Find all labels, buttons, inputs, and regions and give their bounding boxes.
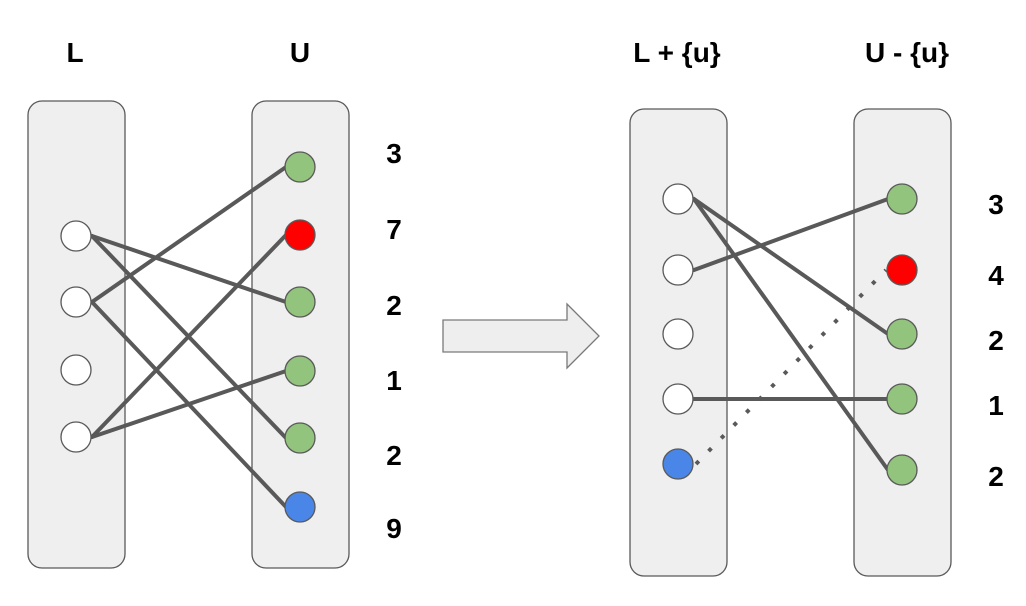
left-diagram-edge-6 [90,369,288,439]
right-diagram-U-label-5: 2 [988,461,1004,492]
left-diagram-U-label-4: 1 [386,365,402,396]
left-diagram-L-node-4 [60,421,92,453]
left-diagram-U-label-2: 7 [386,214,402,245]
left-diagram-edges [90,165,288,509]
right-diagram-edge-3 [692,197,890,272]
left-diagram-U-title: U [290,37,310,68]
right-diagram-U-nodes [886,183,918,486]
right-diagram-U-node-1 [886,183,918,215]
right-diagram-L-node-3 [662,318,694,350]
left-diagram-U-label-1: 3 [386,138,402,169]
right-diagram-L-nodes [662,183,694,480]
left-diagram-U-node-5 [284,422,316,454]
right-diagram-edge-1 [692,197,890,336]
left-diagram-U-node-2 [284,219,316,251]
left-diagram-L-node-3 [60,354,92,386]
right-diagram-U-node-2 [886,254,918,286]
right-diagram-L-node-1 [662,183,694,215]
right-diagram-U-label-3: 2 [988,325,1004,356]
right-diagram-L-node-4 [662,383,694,415]
left-diagram-U-label-5: 2 [386,440,402,471]
right-diagram-edges [692,197,890,472]
right-diagram-U-labels: 3 4 2 1 2 [988,189,1004,492]
right-diagram-L-title: L + {u} [633,37,721,68]
right-diagram-U-node-3 [886,318,918,350]
left-diagram-L-node-1 [60,220,92,252]
left-diagram-U-panel [251,100,350,569]
left-diagram-U-node-4 [284,355,316,387]
right-diagram-U-node-4 [886,383,918,415]
left-diagram-L-node-2 [60,286,92,318]
left-diagram-edge-3 [90,165,288,304]
right-diagram-edge-2 [692,197,890,472]
right-diagram-U-node-5 [886,454,918,486]
left-diagram: L U 3 7 2 1 2 9 [27,37,402,569]
left-diagram-U-node-1 [284,151,316,183]
left-diagram-U-nodes [284,151,316,523]
right-diagram-L-node-5 [662,448,694,480]
left-diagram-U-node-3 [284,286,316,318]
right-diagram-U-label-4: 1 [988,390,1004,421]
right-diagram-L-node-2 [662,254,694,286]
right-diagram: L + {u} U - {u} 3 4 2 1 2 [629,37,1004,577]
left-diagram-L-title: L [66,37,83,68]
left-diagram-L-nodes [60,220,92,453]
right-diagram-U-label-1: 3 [988,189,1004,220]
left-diagram-edge-1 [90,234,288,304]
left-diagram-edge-5 [90,233,288,439]
right-arrow-icon [442,302,600,370]
left-diagram-U-node-6 [284,491,316,523]
left-diagram-U-label-6: 9 [386,513,402,544]
right-diagram-U-title: U - {u} [865,37,949,68]
right-diagram-U-label-2: 4 [988,260,1004,291]
left-diagram-L-panel [27,100,126,569]
left-diagram-U-labels: 3 7 2 1 2 9 [386,138,402,544]
left-diagram-U-label-3: 2 [386,290,402,321]
